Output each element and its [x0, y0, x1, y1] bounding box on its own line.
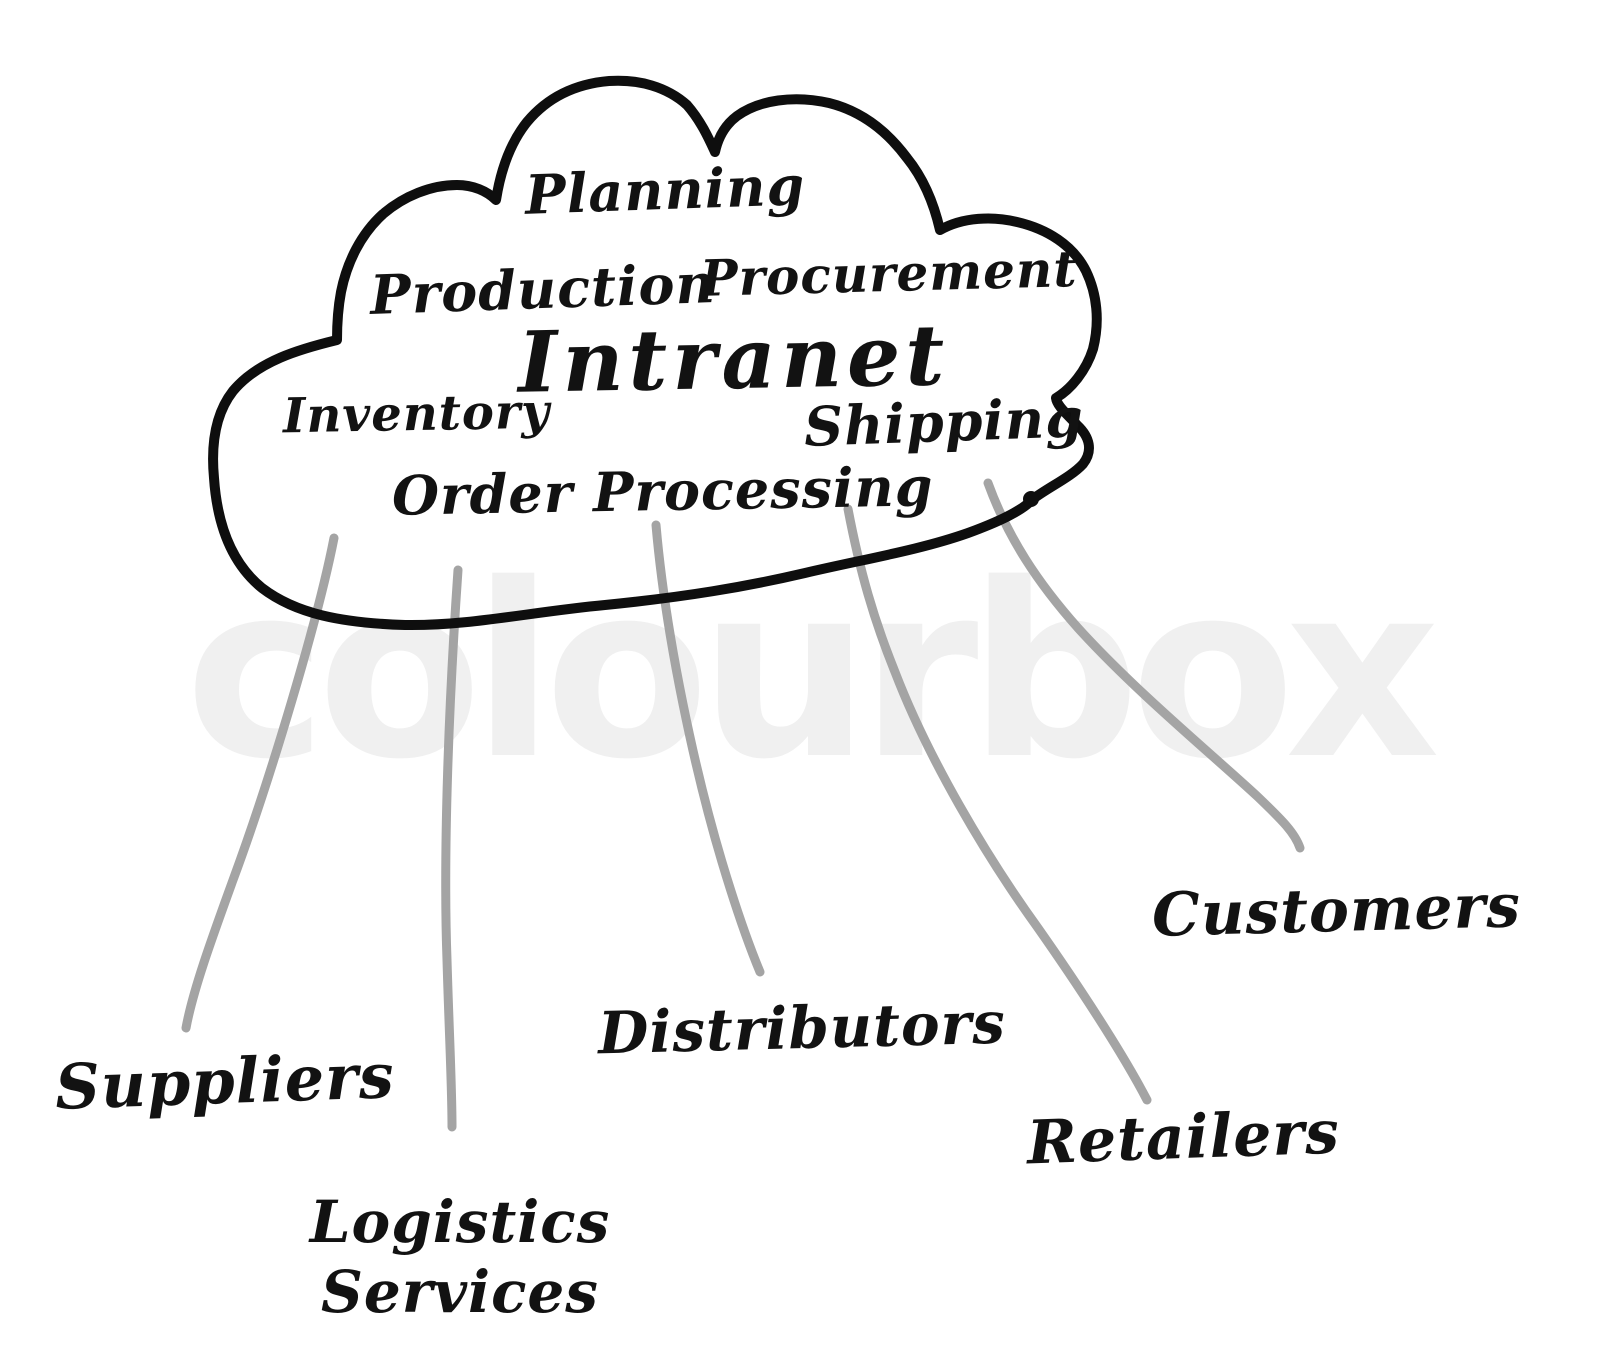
entity-label-retailers: Retailers	[1025, 1097, 1341, 1179]
cloud-term-shipping: Shipping	[802, 385, 1085, 459]
cloud-term-procurement: Procurement	[699, 239, 1079, 308]
cloud-shape-outline	[208, 75, 1102, 631]
entity-label-distributors: Distributors	[597, 988, 1007, 1068]
connector-line-distributors	[651, 520, 765, 977]
connector-line-logistics-services	[441, 565, 463, 1132]
cloud-term-planning: Planning	[523, 153, 807, 227]
connector-line-retailers	[843, 504, 1152, 1105]
connector-line-customers	[983, 478, 1305, 853]
cloud-term-order-processing: Order Processing	[391, 454, 935, 528]
ink-blob	[1023, 491, 1039, 507]
entity-label-logistics-services: Logistics Services	[309, 1188, 611, 1326]
watermark-text: colourbox	[185, 532, 1437, 812]
cloud-shape-fill	[213, 80, 1097, 626]
entity-label-suppliers: Suppliers	[53, 1039, 396, 1124]
entity-label-customers: Customers	[1151, 871, 1522, 951]
cloud-term-inventory: Inventory	[282, 383, 551, 445]
